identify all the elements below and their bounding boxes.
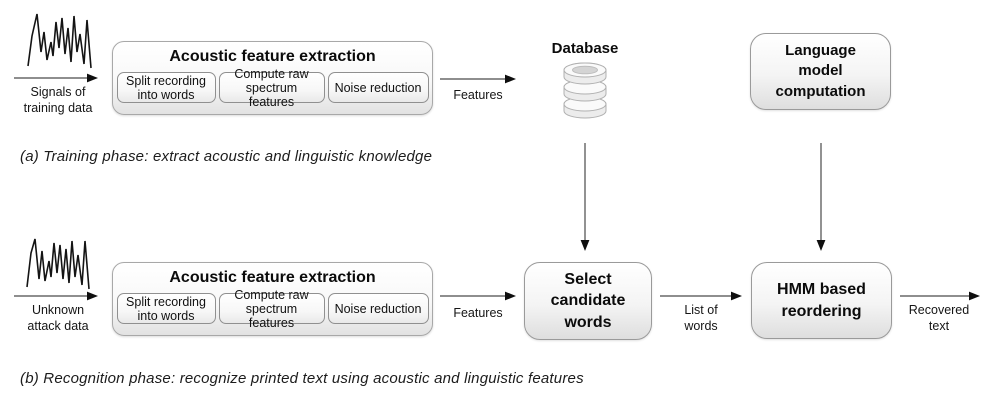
extraction-steps: Split recording into words Compute raw s…	[116, 288, 429, 330]
arrow-recovered-text	[900, 291, 980, 301]
list-of-words-label: List of words	[684, 303, 718, 333]
hmm-based-reordering-box: HMM based reordering	[751, 262, 892, 339]
features-label-recognition: Features	[453, 306, 503, 320]
step-noise-reduction: Noise reduction	[327, 72, 429, 103]
step-split-recording: Split recording into words	[116, 293, 216, 324]
waveform-icon	[26, 238, 90, 290]
extraction-title: Acoustic feature extraction	[169, 269, 376, 286]
arrow-langmodel-to-hmm	[816, 143, 826, 251]
arrow-database-to-select	[580, 143, 590, 251]
database-icon	[563, 62, 607, 119]
language-model-computation-box: Language model computation	[750, 33, 891, 110]
extraction-title: Acoustic feature extraction	[169, 48, 376, 65]
acoustic-feature-extraction-box-recognition: Acoustic feature extraction Split record…	[112, 262, 433, 336]
select-candidate-words-box: Select candidate words	[524, 262, 652, 340]
step-compute-spectrum: Compute raw spectrum features	[218, 288, 325, 330]
step-compute-spectrum: Compute raw spectrum features	[218, 67, 325, 109]
extraction-steps: Split recording into words Compute raw s…	[116, 67, 429, 109]
step-split-recording: Split recording into words	[116, 72, 216, 103]
waveform-icon	[27, 13, 92, 69]
step-noise-reduction: Noise reduction	[327, 293, 429, 324]
recovered-text-label: Recovered text	[908, 303, 970, 333]
caption-training-phase: (a) Training phase: extract acoustic and…	[20, 148, 433, 165]
acoustic-feature-extraction-box-training: Acoustic feature extraction Split record…	[112, 41, 433, 115]
input-label-training: Signals of training data	[23, 85, 93, 115]
features-label-training: Features	[453, 88, 503, 102]
caption-recognition-phase: (b) Recognition phase: recognize printed…	[20, 370, 584, 387]
arrow-features-to-select	[440, 291, 516, 301]
arrow-features-to-database	[440, 74, 516, 84]
database-label: Database	[551, 40, 619, 57]
arrow-signals-to-extraction	[14, 73, 98, 83]
arrow-list-of-words	[660, 291, 742, 301]
input-label-attack: Unknown attack data	[27, 303, 89, 333]
